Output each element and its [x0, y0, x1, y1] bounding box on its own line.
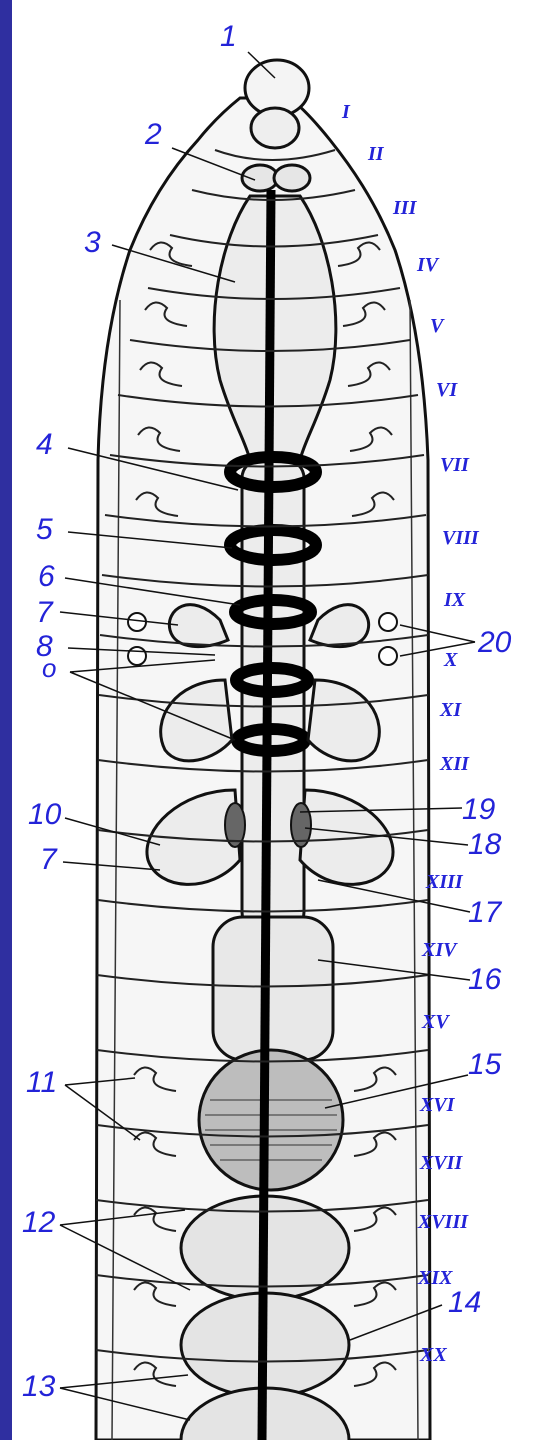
seminal-receptacle: [379, 647, 397, 665]
segment-X: X: [444, 650, 457, 670]
segment-I: I: [342, 102, 350, 122]
segment-XIII: XIII: [426, 872, 463, 892]
label-6: 6: [38, 562, 55, 592]
crop: [213, 917, 333, 1060]
segment-IV: IV: [417, 255, 438, 275]
label-18: 18: [468, 830, 501, 860]
segment-XIX: XIX: [418, 1268, 452, 1288]
seminal-receptacle: [128, 647, 146, 665]
label-15: 15: [468, 1050, 501, 1080]
segment-IX: IX: [444, 590, 465, 610]
segment-II: II: [368, 144, 384, 164]
segment-XX: XX: [420, 1345, 447, 1365]
seminal-receptacle: [128, 613, 146, 631]
label-20: 20: [478, 628, 511, 658]
seminal-receptacle: [379, 613, 397, 631]
label-7-lower: 7: [40, 845, 57, 875]
label-3: 3: [84, 228, 101, 258]
segment-XVII: XVII: [420, 1153, 462, 1173]
label-5: 5: [36, 515, 53, 545]
segment-VII: VII: [440, 455, 469, 475]
label-1: 1: [220, 22, 237, 52]
segment-VIII: VIII: [442, 528, 479, 548]
segment-VI: VI: [436, 380, 457, 400]
label-17: 17: [468, 898, 501, 928]
segment-XI: XI: [440, 700, 461, 720]
segment-V: V: [430, 316, 443, 336]
label-11: 11: [26, 1068, 57, 1098]
gizzard: [199, 1050, 343, 1190]
label-13: 13: [22, 1372, 55, 1402]
segment-XIV: XIV: [422, 940, 456, 960]
cerebral-ganglion-right: [274, 165, 310, 191]
segment-XVIII: XVIII: [418, 1212, 468, 1232]
segment-III: III: [393, 198, 416, 218]
mouth-region: [251, 108, 299, 148]
label-16: 16: [468, 965, 501, 995]
label-2: 2: [145, 120, 162, 150]
segment-XVI: XVI: [420, 1095, 454, 1115]
label-12: 12: [22, 1208, 55, 1238]
segment-XV: XV: [422, 1012, 449, 1032]
segment-XII: XII: [440, 754, 469, 774]
label-7-upper: 7: [36, 598, 53, 628]
label-19: 19: [462, 795, 495, 825]
label-o: o: [42, 653, 56, 683]
label-14: 14: [448, 1288, 481, 1318]
label-10: 10: [28, 800, 61, 830]
label-4: 4: [36, 430, 53, 460]
